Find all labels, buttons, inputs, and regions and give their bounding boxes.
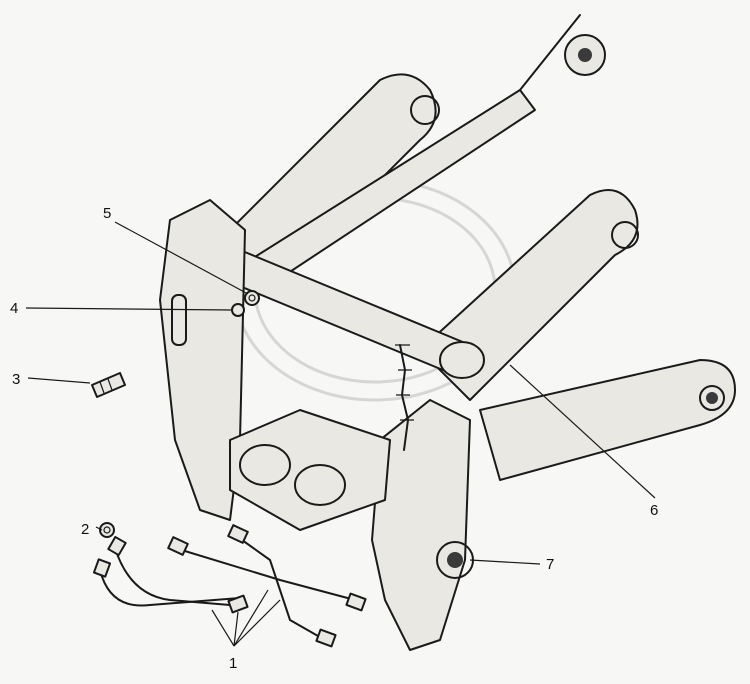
drawbar <box>479 359 736 481</box>
lower-cylinders <box>229 409 391 531</box>
callout-labels: 1 2 3 4 5 6 7 <box>10 205 658 672</box>
side-plate-left <box>159 199 246 521</box>
stud-part-3 <box>91 372 126 398</box>
nut-part-4 <box>231 303 245 317</box>
washer-part-5 <box>244 290 260 306</box>
callout-6: 6 <box>650 502 658 519</box>
chain <box>395 344 414 451</box>
callout-1: 1 <box>229 655 237 672</box>
lift-arm-left <box>199 73 440 291</box>
callout-5: 5 <box>103 205 111 222</box>
callout-3: 3 <box>12 371 20 388</box>
callout-2: 2 <box>81 521 89 538</box>
hydraulic-hoses <box>92 524 367 648</box>
callout-4: 4 <box>10 300 18 317</box>
washer-part-2 <box>99 522 115 538</box>
callout-7: 7 <box>546 556 554 573</box>
side-plate-right <box>371 399 474 651</box>
leader-lines <box>25 221 656 647</box>
